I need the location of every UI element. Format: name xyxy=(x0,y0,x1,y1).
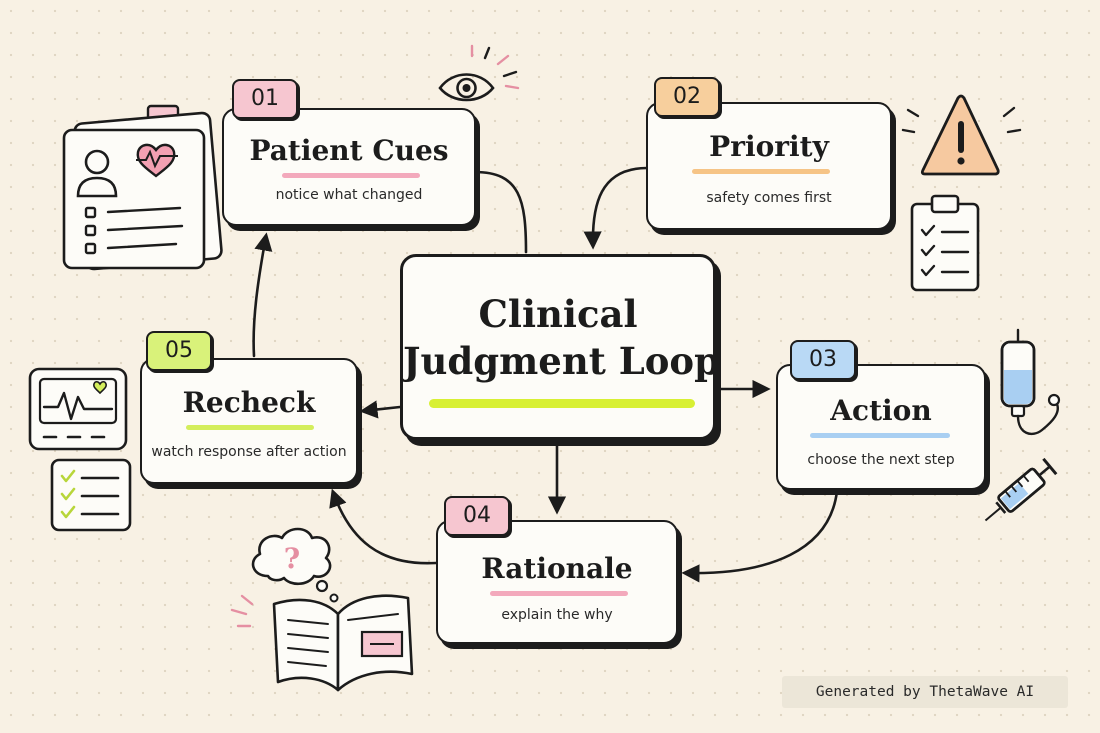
step-card-priority: Priority safety comes first xyxy=(646,102,892,230)
step-card-recheck: Recheck watch response after action xyxy=(140,358,358,484)
step-subtitle: watch response after action xyxy=(151,444,347,460)
step-number-badge: 01 xyxy=(232,79,298,119)
step-card-action: Action choose the next step xyxy=(776,364,986,490)
thought-bubble-icon: ? xyxy=(251,527,339,603)
heart-monitor-icon xyxy=(28,367,128,451)
eye-icon xyxy=(438,44,520,102)
arrow-recheck-to-cues xyxy=(252,232,273,358)
open-book-icon xyxy=(230,594,414,692)
arrow-priority-to-center xyxy=(583,166,649,250)
step-title: Rationale xyxy=(481,552,633,585)
arrow-center-to-recheck xyxy=(359,400,402,419)
title-highlight xyxy=(490,591,628,596)
arrow-rationale-to-recheck xyxy=(329,488,438,565)
center-title-line2: Judgment Loop xyxy=(403,339,720,383)
generated-by-footer: Generated by ThetaWave AI xyxy=(782,676,1068,708)
step-subtitle: choose the next step xyxy=(807,452,955,468)
arrow-action-to-rationale xyxy=(681,489,839,583)
step-subtitle: notice what changed xyxy=(275,187,423,203)
arrow-cues-to-center xyxy=(473,170,528,254)
step-subtitle: explain the why xyxy=(501,607,613,623)
step-subtitle: safety comes first xyxy=(706,190,832,206)
step-title: Action xyxy=(830,394,932,427)
center-title-line1: Clinical xyxy=(478,292,638,336)
step-number-badge: 02 xyxy=(654,77,720,117)
step-title: Patient Cues xyxy=(249,134,449,167)
step-card-rationale: Rationale explain the why xyxy=(436,520,678,644)
step-number-badge: 03 xyxy=(790,340,856,380)
title-highlight xyxy=(186,425,314,430)
title-highlight xyxy=(810,433,950,438)
title-highlight xyxy=(282,173,420,178)
patient-chart-icon xyxy=(62,104,223,271)
step-title: Recheck xyxy=(182,386,316,419)
step-number-badge: 04 xyxy=(444,496,510,536)
step-number-badge: 05 xyxy=(146,331,212,371)
iv-bag-icon xyxy=(1000,328,1061,436)
checklist-icon xyxy=(50,458,132,532)
clipboard-icon xyxy=(910,194,980,292)
center-title-highlight xyxy=(429,399,695,408)
svg-text:?: ? xyxy=(284,542,300,575)
step-title: Priority xyxy=(709,130,829,163)
warning-icon xyxy=(901,94,1022,176)
center-card: Clinical Judgment Loop xyxy=(400,254,720,440)
step-card-patient-cues: Patient Cues notice what changed xyxy=(222,108,476,226)
syringe-icon xyxy=(984,457,1058,522)
title-highlight xyxy=(692,169,830,174)
